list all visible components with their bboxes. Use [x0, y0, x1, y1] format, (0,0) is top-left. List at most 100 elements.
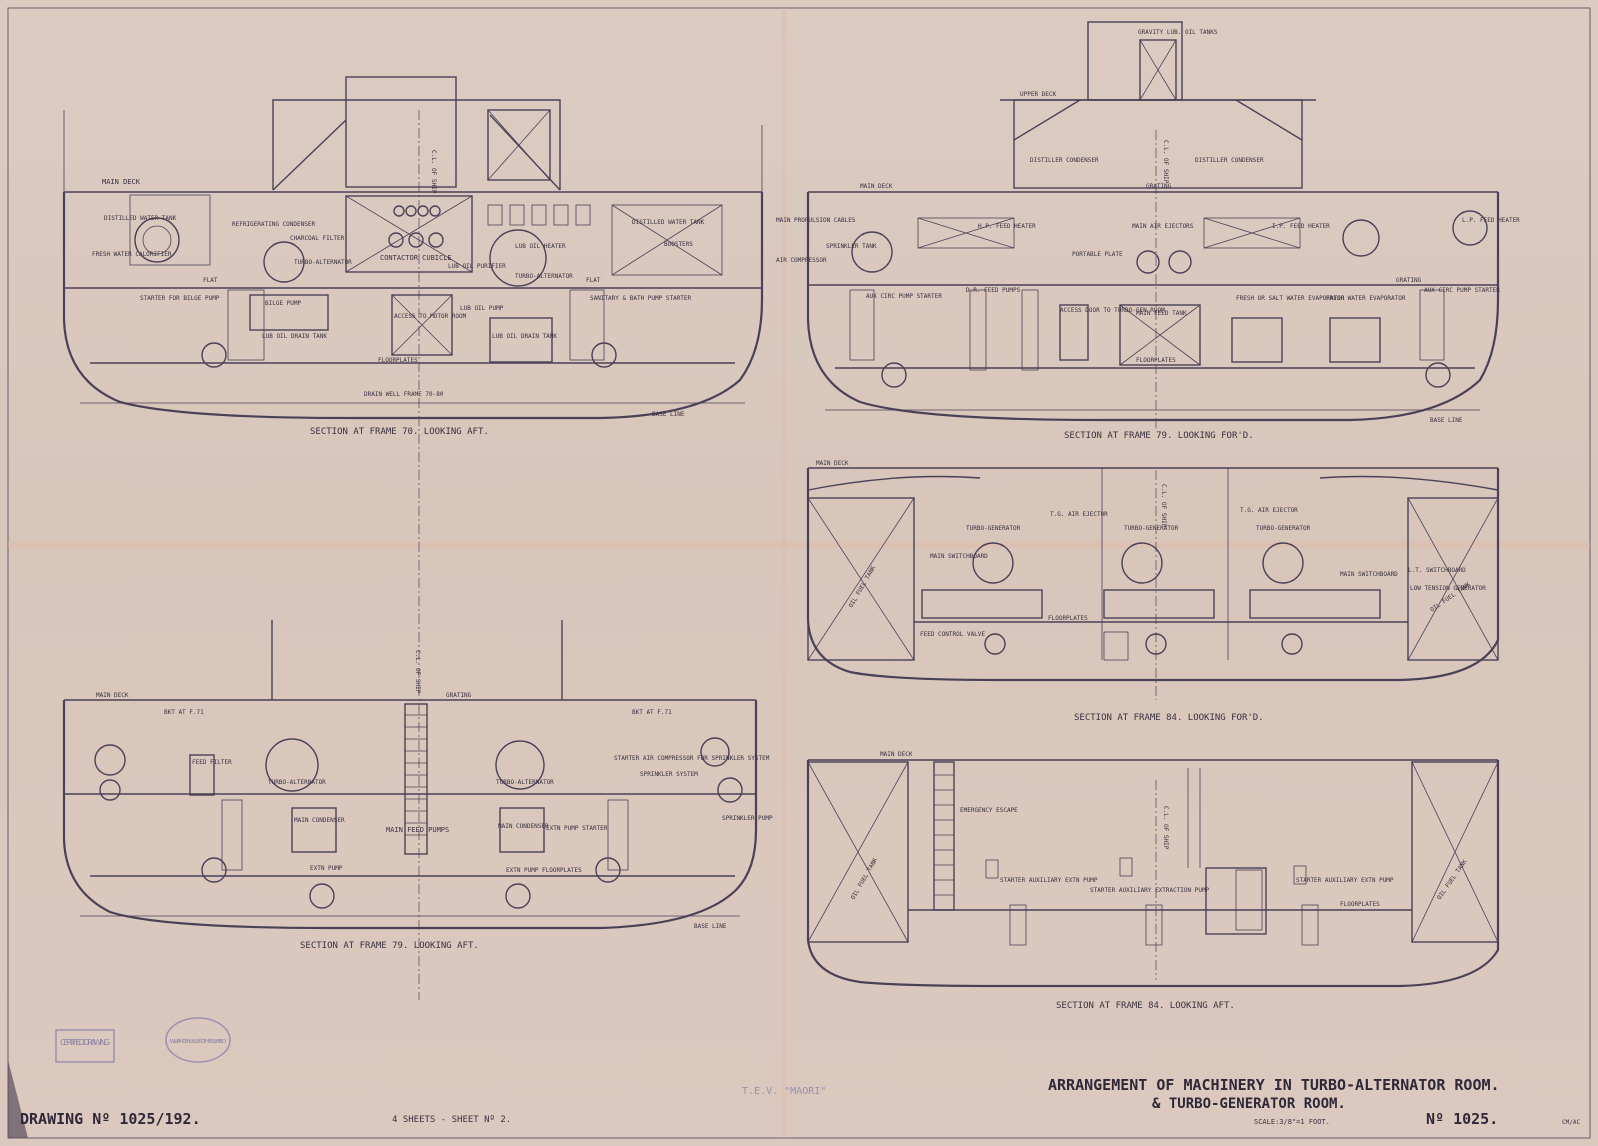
label: GRATING [1396, 277, 1422, 284]
label: PORTABLE PLATE [1072, 251, 1123, 258]
label: DISTILLER CONDENSER [1195, 157, 1264, 164]
label: BASE LINE [1430, 417, 1463, 424]
label: LUB OIL HEATER [515, 243, 566, 250]
section-caption: SECTION AT FRAME 84. LOOKING AFT. [1056, 1001, 1235, 1011]
section-caption: SECTION AT FRAME 79. LOOKING AFT. [300, 941, 479, 951]
label: MAIN DECK [816, 460, 849, 467]
label: TURBO-GENERATOR [1124, 525, 1179, 532]
hull-outline [806, 468, 1500, 682]
label: DRAIN WELL FRAME 70-80 [364, 391, 444, 398]
label: GRAVITY LUB. OIL TANKS [1138, 29, 1218, 36]
label: AUX CIRC PUMP STARTER [1424, 287, 1500, 294]
label: LUB OIL PUMP [460, 305, 504, 312]
sprinkler-tank [851, 231, 893, 273]
section-frame-70-aft: MAIN DECK C.L. OF SHIP DISTILLED WATER T… [62, 76, 764, 1000]
label: MAIN PROPULSION CABLES [776, 217, 856, 224]
hull-outline [806, 760, 1500, 988]
drawing-title: ARRANGEMENT OF MACHINERY IN TURBO-ALTERN… [1048, 1076, 1500, 1094]
label: SANITARY & BATH PUMP STARTER [590, 295, 692, 302]
drawing-subtitle: & TURBO-GENERATOR ROOM. [1152, 1096, 1346, 1112]
label: T.G. AIR EJECTOR [1240, 507, 1298, 514]
label: STARTER AUXILIARY EXTN PUMP [1296, 877, 1394, 884]
gravity-tank-casing [1087, 21, 1183, 101]
label: I.P. FEED HEATER [1272, 223, 1330, 230]
label: ACCESS DOOR TO TURBO-GEN ROOM [1060, 307, 1165, 314]
initials: CM/AC [1562, 1119, 1580, 1126]
label: EXTN PUMP STARTER [546, 825, 608, 832]
label: MAIN SWITCHBOARD [930, 553, 988, 560]
label: FEED FILTER [192, 759, 232, 766]
label: TURBO-GENERATOR [966, 525, 1021, 532]
label: MAIN DECK [102, 178, 141, 186]
label: FEED CONTROL VALVE [920, 631, 985, 638]
sheet-border [7, 7, 1591, 1139]
label: C.L. OF SHIP [1160, 484, 1167, 528]
label: TURBO-ALTERNATOR [496, 779, 554, 786]
section-frame-84-ford: MAIN DECK C.L. OF SHIP T.G. AIR EJECTOR … [806, 460, 1500, 723]
label: BOOSTERS [664, 241, 693, 248]
label: AUX CIRC PUMP STARTER [866, 293, 942, 300]
ladder [404, 703, 428, 855]
label: MAIN FEED TANK [1136, 310, 1187, 317]
turbo-alternator-drum [495, 740, 545, 790]
label: LUB OIL PURIFIER [448, 263, 506, 270]
label: EXTN PUMP [310, 865, 343, 872]
label: BKT AT F.71 [164, 709, 204, 716]
torn-corner [8, 1060, 28, 1138]
label: MAIN CONDENSER [294, 817, 345, 824]
label: C.L. OF SHIP [1162, 140, 1169, 184]
label: LUB OIL DRAIN TANK [262, 333, 327, 340]
label: MAIN CONDENSER [498, 823, 549, 830]
company-stamp [165, 1017, 231, 1063]
label: L.T. SWITCHBOARD [1408, 567, 1466, 574]
label: FLOORPLATES [1048, 615, 1088, 622]
emergency-escape-ladder [933, 761, 955, 911]
label: FLOORPLATES [1340, 901, 1380, 908]
label: SPRINKLER SYSTEM [640, 771, 698, 778]
stamp-text: CERTIFIED DRAWING [60, 1038, 110, 1047]
label: T.G. AIR EJECTOR [1050, 511, 1108, 518]
certified-stamp [55, 1029, 115, 1063]
label: TURBO-ALTERNATOR [294, 259, 352, 266]
label: C.L. OF SHIP [1162, 806, 1169, 850]
label: MAIN DECK [96, 692, 129, 699]
label: ACCESS TO MOTOR ROOM [394, 313, 467, 320]
label: TURBO-ALTERNATOR [515, 273, 573, 280]
label: GRATING [1146, 183, 1172, 190]
label: LOW TENSION GENERATOR [1410, 585, 1486, 592]
label: CHARCOAL FILTER [290, 235, 345, 242]
label: EXTN PUMP [506, 867, 539, 874]
label: BASE LINE [694, 923, 727, 930]
drawing-scale: SCALE:3/8"=1 FOOT. [1254, 1118, 1330, 1126]
section-caption: SECTION AT FRAME 79. LOOKING FOR'D. [1064, 431, 1254, 441]
label: BILGE PUMP [265, 300, 302, 307]
label: AIR COMPRESSOR [776, 257, 827, 264]
section-frame-79-ford: UPPER DECK MAIN DECK GRAVITY LUB. OIL TA… [776, 21, 1520, 441]
section-caption: SECTION AT FRAME 84. LOOKING FOR'D. [1074, 713, 1264, 723]
label: REFRIGERATING CONDENSER [232, 221, 315, 228]
label: OIL FUEL TANK [848, 564, 878, 609]
label: C.L. OF SHIP [430, 150, 437, 194]
hull-outline [806, 192, 1500, 422]
label: GRATING [446, 692, 472, 699]
label: C.L. OF SHIP [414, 650, 421, 694]
calorifier-drum [134, 217, 180, 263]
label: EMERGENCY ESCAPE [960, 807, 1018, 814]
label: OIL FUEL TANK [1436, 858, 1469, 901]
hull-outline [62, 700, 758, 930]
hull-outline [62, 192, 764, 420]
sheet-number: Nº 1025. [1426, 1110, 1498, 1128]
label: STARTER FOR BILGE PUMP [140, 295, 220, 302]
label: FLOORPLATES [542, 867, 582, 874]
stamp-text: WILLIAM DENNY & BROTHERS LIMITED [170, 1039, 226, 1045]
label: MAIN SWITCHBOARD [1340, 571, 1398, 578]
label: BASE LINE [652, 411, 685, 418]
label: FRESH OR SALT WATER EVAPORATOR [1236, 295, 1345, 302]
ship-name: T.E.V. "MAORI" [742, 1086, 826, 1097]
label: LUB OIL DRAIN TANK [492, 333, 557, 340]
label: UPPER DECK [1020, 91, 1057, 98]
label: H.P. FEED HEATER [978, 223, 1036, 230]
casing-trunk [345, 76, 457, 188]
label: FRESH WATER CALORIFIER [92, 251, 172, 258]
